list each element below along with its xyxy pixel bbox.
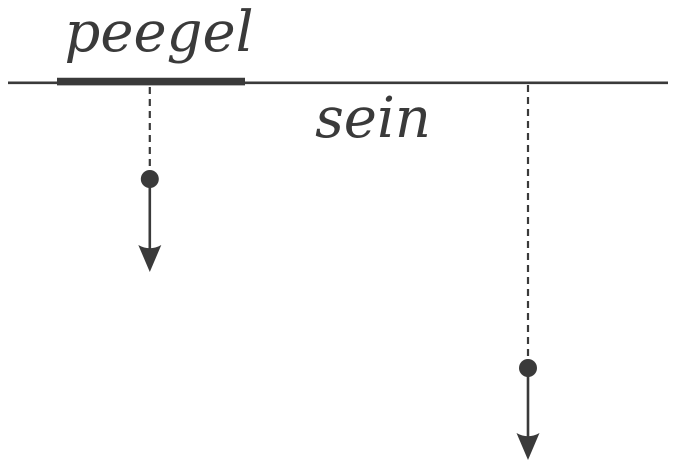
point-dot-right [519,359,537,377]
point-dot-left [140,170,159,188]
arrowhead-down-icon [516,433,540,460]
arrowhead-down-icon [138,245,162,272]
mirror-label: peegel [64,0,254,65]
wall-label: sein [315,86,431,151]
